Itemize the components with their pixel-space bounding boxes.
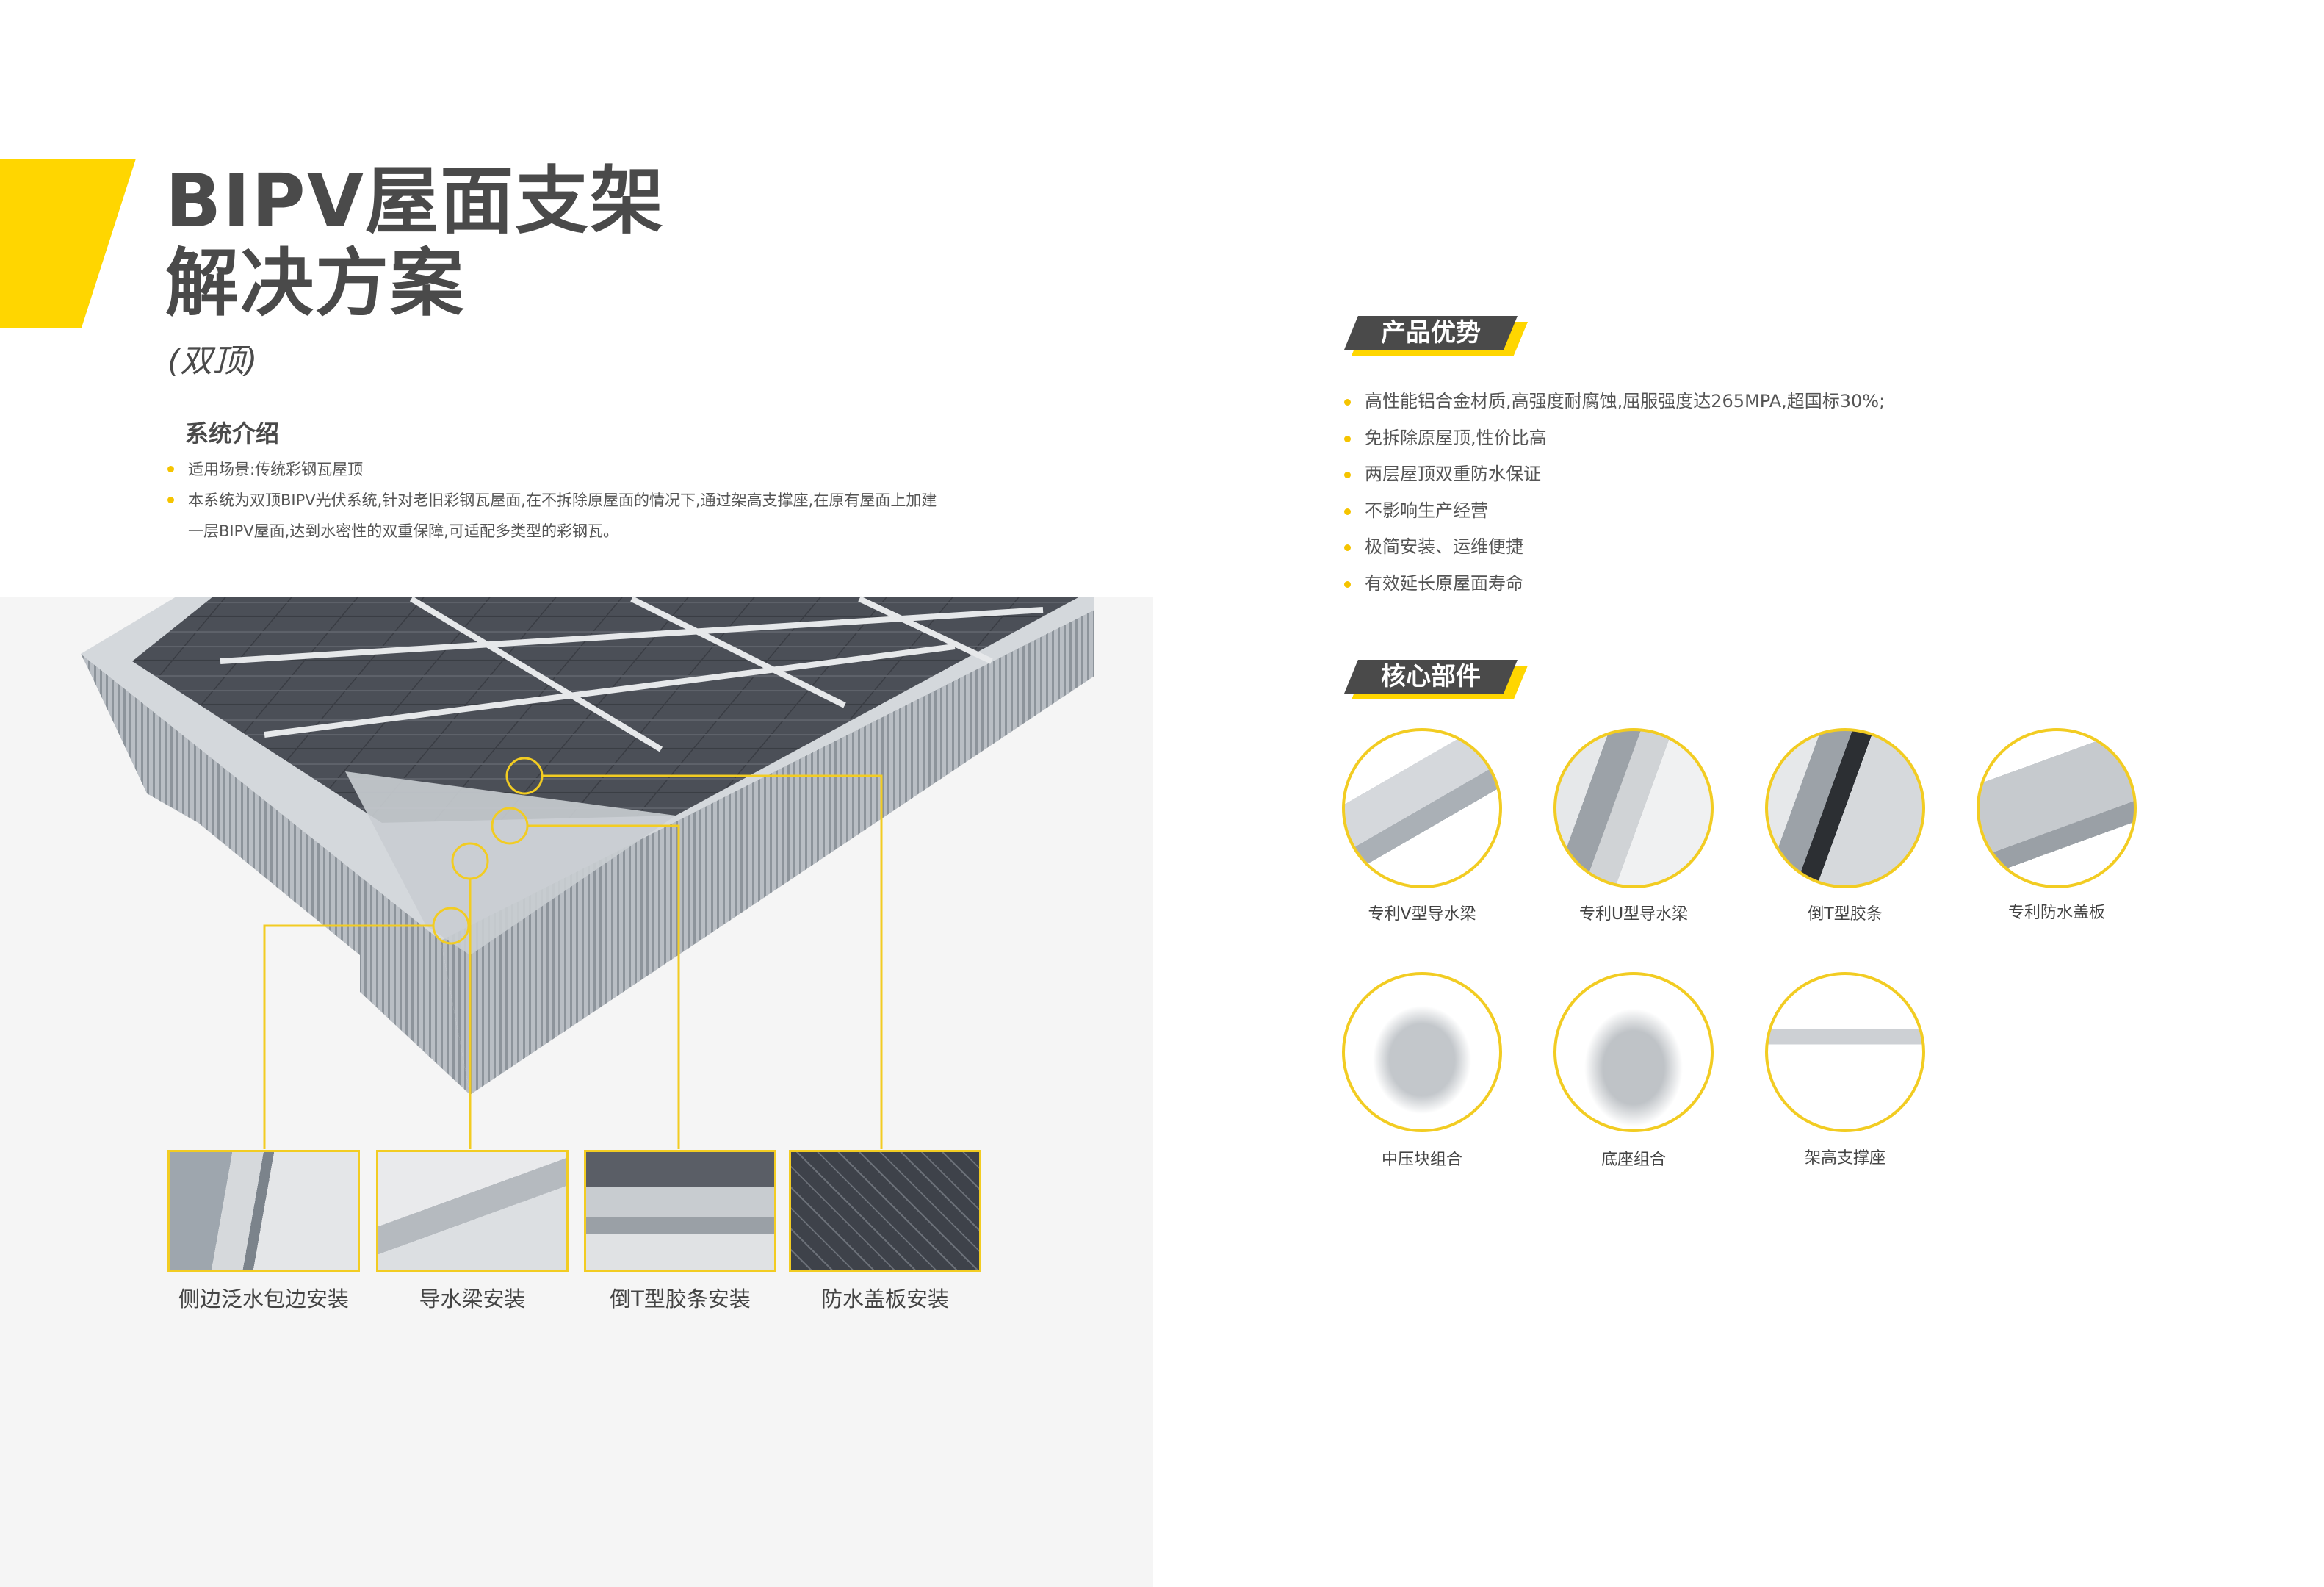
advantage-item: 免拆除原屋顶,性价比高: [1344, 420, 1885, 457]
panel-frame-lines: [220, 596, 1044, 752]
intro-list: 适用场景:传统彩钢瓦屋顶 本系统为双顶BIPV光伏系统,针对老旧彩钢瓦屋面,在不…: [167, 454, 946, 547]
component-image-v-beam: [1342, 728, 1502, 888]
install-label: 侧边泛水包边安装: [178, 1286, 349, 1311]
component-label: 架高支撑座: [1804, 1149, 1885, 1167]
component-label: 中压块组合: [1381, 1151, 1462, 1169]
install-thumb-cover-plate: [789, 1150, 981, 1272]
components-title: 核心部件: [1344, 660, 1518, 694]
title-line-2: 解决方案: [165, 240, 465, 326]
advantage-item: 极简安装、运维便捷: [1344, 529, 1885, 566]
page-subtitle: (双顶): [167, 342, 258, 380]
callout-lines: [263, 757, 883, 1149]
advantage-item: 有效延长原屋面寿命: [1344, 566, 1885, 602]
install-thumb-t-strip: [584, 1150, 776, 1272]
exposed-steel-roof: [345, 771, 676, 955]
component-image-t-strip: [1765, 728, 1925, 888]
advantages-badge: 产品优势: [1344, 316, 1528, 356]
component-label: 专利防水盖板: [2007, 904, 2105, 922]
install-label: 导水梁安装: [419, 1286, 526, 1311]
component-label: 倒T型胶条: [1808, 905, 1883, 924]
page-title: BIPV屋面支架解决方案: [165, 160, 665, 325]
install-thumb-gutter-beam: [376, 1150, 569, 1272]
intro-title: 系统介绍: [185, 420, 280, 447]
title-line-1: BIPV屋面支架: [165, 158, 665, 244]
roof-left-face: [81, 654, 470, 1095]
component-image-mid-clamp: [1342, 972, 1502, 1132]
install-label: 倒T型胶条安装: [610, 1286, 751, 1311]
component-label: 底座组合: [1601, 1151, 1666, 1169]
install-label: 防水盖板安装: [820, 1286, 949, 1311]
advantages-list: 高性能铝合金材质,高强度耐腐蚀,屈服强度达265MPA,超国标30%; 免拆除原…: [1344, 384, 1885, 602]
component-image-base: [1553, 972, 1714, 1132]
components-badge: 核心部件: [1344, 660, 1528, 699]
component-image-u-beam: [1553, 728, 1714, 888]
component-image-cover-plate: [1977, 728, 2137, 888]
intro-item: 本系统为双顶BIPV光伏系统,针对老旧彩钢瓦屋面,在不拆除原屋面的情况下,通过架…: [167, 485, 946, 547]
component-image-support: [1765, 972, 1925, 1132]
advantages-title: 产品优势: [1344, 316, 1518, 350]
component-label: 专利U型导水梁: [1578, 905, 1689, 924]
advantage-item: 两层屋顶双重防水保证: [1344, 456, 1885, 493]
intro-item: 适用场景:传统彩钢瓦屋顶: [167, 454, 946, 485]
roof-front-face: [441, 610, 1094, 1095]
component-label: 专利V型导水梁: [1368, 905, 1476, 924]
advantage-item: 不影响生产经营: [1344, 493, 1885, 530]
advantage-item: 高性能铝合金材质,高强度耐腐蚀,屈服强度达265MPA,超国标30%;: [1344, 384, 1885, 420]
install-thumb-side-flashing: [167, 1150, 360, 1272]
